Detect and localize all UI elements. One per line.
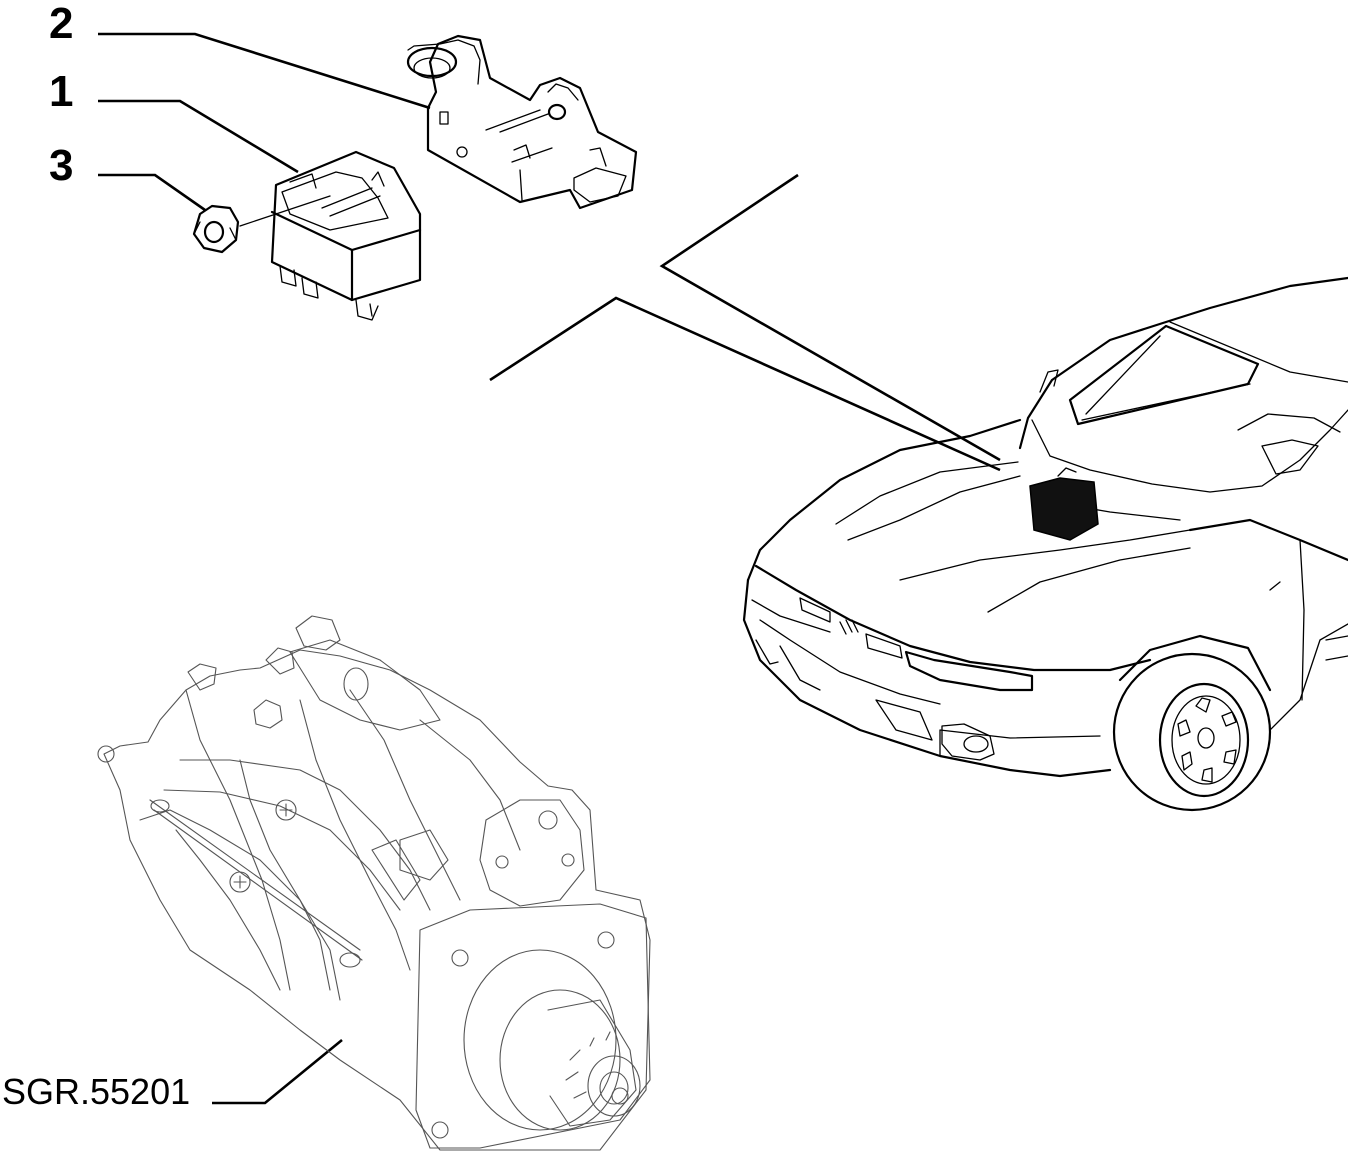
starter-motor: [97, 615, 651, 1151]
leader-line-3: [98, 173, 206, 212]
relay-location-marker: [1029, 477, 1099, 541]
leader-line-1: [98, 99, 299, 174]
bracket-part-2: [406, 34, 638, 210]
car-illustration: [742, 276, 1348, 812]
callout-label-2: 2: [49, 0, 74, 48]
callout-label-1: 1: [49, 67, 74, 116]
detail-bracket: [489, 173, 1001, 472]
leader-lines: [98, 32, 431, 1105]
leader-line-2: [98, 32, 431, 110]
relay-part-1: [270, 150, 422, 321]
nut-part-3: [192, 204, 240, 254]
callout-label-3: 3: [49, 141, 74, 190]
reference-code: SGR.55201: [2, 1071, 191, 1112]
leader-line-ref: [212, 1038, 343, 1105]
